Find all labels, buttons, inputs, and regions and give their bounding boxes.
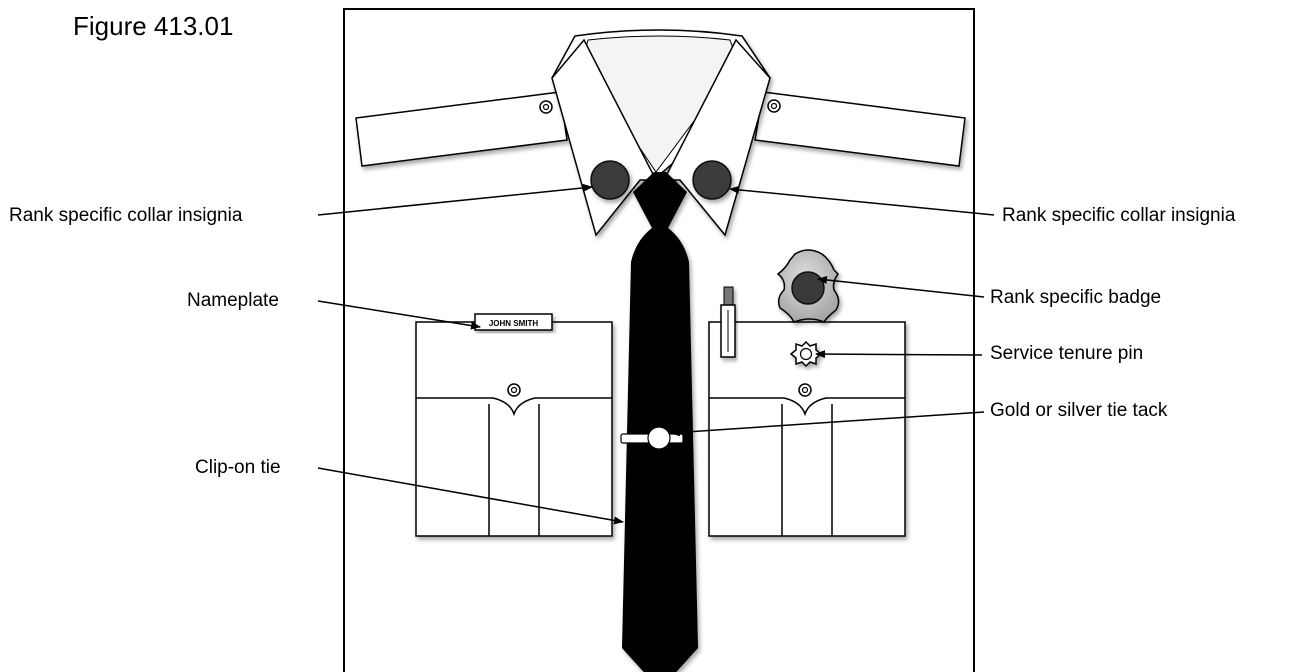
leader-clip-on-tie [317,467,624,525]
leader-collar-right [729,185,995,216]
right-epaulet-button [767,99,781,113]
collar-insignia-right [692,160,732,200]
nameplate-text: JOHN SMITH [489,319,539,328]
badge-center-insignia [791,271,825,305]
leader-badge [817,275,985,298]
label-nameplate: Nameplate [187,290,279,311]
leader-collar-left [317,183,593,216]
left-pocket-button [507,383,521,397]
service-tenure-pin [789,340,823,368]
pen [720,286,736,358]
leader-nameplate [317,300,481,330]
label-collar-insignia-right: Rank specific collar insignia [1002,205,1236,226]
label-clip-on-tie: Clip-on tie [195,457,281,478]
right-pocket-button [798,383,812,397]
right-epaulet [754,91,966,167]
collar-insignia-left [590,160,630,200]
label-badge: Rank specific badge [990,287,1162,308]
leader-tie-tack [670,411,985,437]
left-epaulet [355,91,568,167]
left-epaulet-button [539,100,553,114]
collar [551,29,771,237]
label-tenure-pin: Service tenure pin [990,343,1144,364]
figure-title: Figure 413.01 [73,11,234,41]
label-tie-tack: Gold or silver tie tack [990,400,1168,421]
label-collar-insignia-left: Rank specific collar insignia [9,205,243,226]
leader-tenure-pin [815,350,983,359]
clip-on-tie [622,172,698,672]
tie-tack [620,426,684,450]
left-pocket [415,321,613,537]
